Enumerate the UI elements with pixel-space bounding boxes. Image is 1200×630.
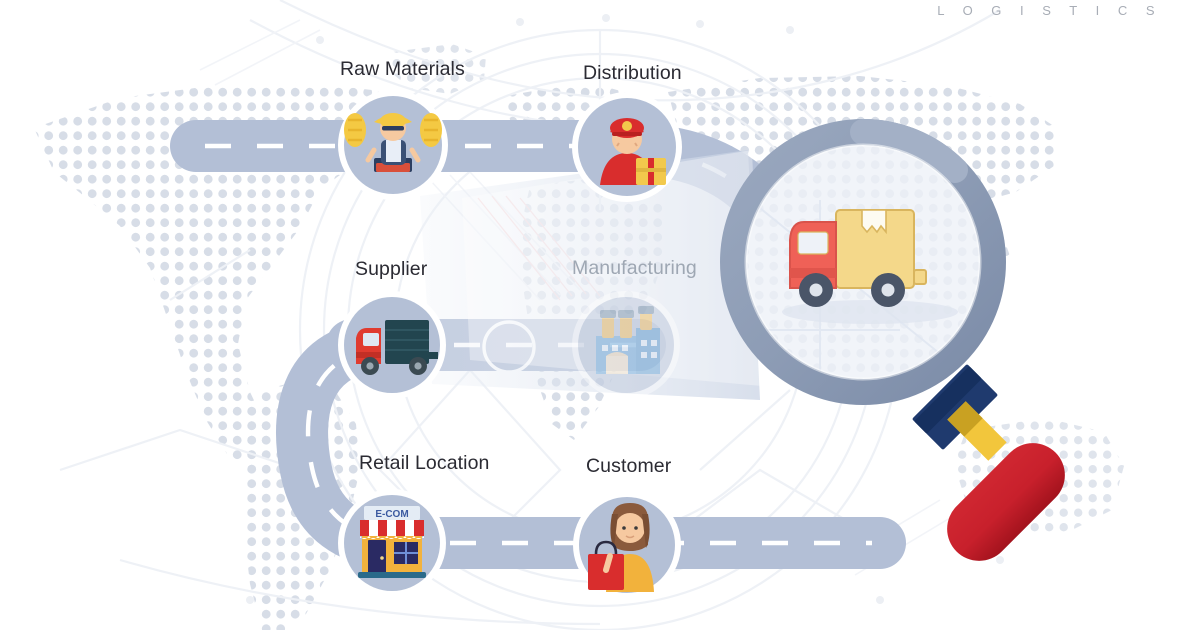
storefront-sign-text: E-COM	[375, 509, 408, 520]
node-manufacturing[interactable]	[572, 291, 680, 399]
magnifier-lens	[745, 144, 981, 380]
node-distribution[interactable]	[572, 92, 682, 202]
storefront-ecom-icon: E-COM	[358, 506, 426, 578]
node-supplier[interactable]	[338, 291, 446, 399]
delivery-truck-side-icon	[356, 320, 438, 375]
awning	[360, 520, 424, 539]
node-raw-materials[interactable]	[338, 90, 448, 200]
factory-icon	[596, 306, 660, 374]
cone-beam-highlight	[462, 150, 762, 386]
delivery-truck-package-icon	[789, 209, 927, 307]
farmer-wheat-icon	[344, 113, 442, 172]
brand-wordmark: L O G I S T I C S	[937, 3, 1162, 18]
label-supplier: Supplier	[355, 258, 428, 280]
delivery-person-icon	[600, 118, 666, 185]
label-retail-location: Retail Location	[359, 452, 490, 474]
shopper-woman-icon	[588, 503, 654, 592]
cone-beam	[420, 150, 760, 400]
magnifier-lens-edge	[744, 143, 982, 381]
blueprint-sparse-dots	[246, 14, 1004, 604]
magnifier-handle	[912, 364, 1065, 561]
label-distribution: Distribution	[583, 62, 682, 84]
label-raw-materials: Raw Materials	[340, 58, 465, 80]
magnifier-ring-highlight	[850, 118, 968, 183]
node-retail-location[interactable]: E-COM	[338, 489, 446, 597]
truck-shadow	[782, 300, 958, 324]
node-customer[interactable]	[573, 491, 681, 599]
label-manufacturing: Manufacturing	[572, 257, 697, 279]
label-customer: Customer	[586, 455, 672, 477]
